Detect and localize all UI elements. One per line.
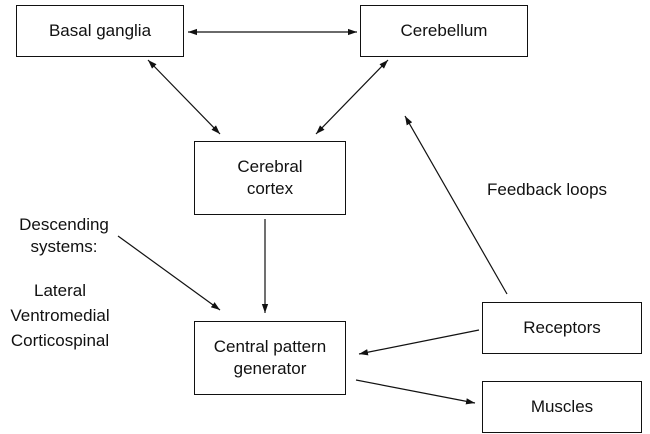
edge-receptors-cerebellum <box>404 115 508 295</box>
descending-systems-heading: Descending systems: <box>8 214 120 258</box>
node-cerebral-cortex: Cerebral cortex <box>194 141 346 215</box>
descending-item-ventromedial: Ventromedial <box>10 306 110 325</box>
node-muscles: Muscles <box>482 381 642 433</box>
descending-item-corticospinal: Corticospinal <box>10 331 110 350</box>
node-receptors: Receptors <box>482 302 642 354</box>
node-cpg-line-1: Central pattern <box>213 337 327 356</box>
node-central-pattern-generator: Central pattern generator <box>194 321 346 395</box>
edge-receptors-cpg <box>358 329 480 356</box>
descending-heading-line-2: systems: <box>30 237 98 256</box>
edge-descending-cpg <box>117 235 221 311</box>
node-receptors-label: Receptors <box>523 318 601 337</box>
edge-basal-ganglia-cortex <box>147 59 221 135</box>
node-muscles-label: Muscles <box>530 397 594 416</box>
node-basal-ganglia: Basal ganglia <box>16 5 184 57</box>
edge-cpg-muscles <box>355 379 476 405</box>
feedback-loops-label: Feedback loops <box>487 179 607 201</box>
node-cerebral-cortex-line-1: Cerebral <box>237 157 303 176</box>
node-cerebellum: Cerebellum <box>360 5 528 57</box>
node-cerebral-cortex-line-2: cortex <box>246 179 294 198</box>
node-cpg-line-2: generator <box>233 359 307 378</box>
edge-cerebellum-cortex <box>315 59 389 135</box>
node-cerebellum-label: Cerebellum <box>400 21 488 40</box>
descending-systems-list: Lateral Ventromedial Corticospinal <box>2 278 118 353</box>
descending-heading-line-1: Descending <box>19 215 109 234</box>
node-basal-ganglia-label: Basal ganglia <box>48 21 152 40</box>
descending-item-lateral: Lateral <box>34 281 86 300</box>
feedback-loops-text: Feedback loops <box>487 180 608 199</box>
